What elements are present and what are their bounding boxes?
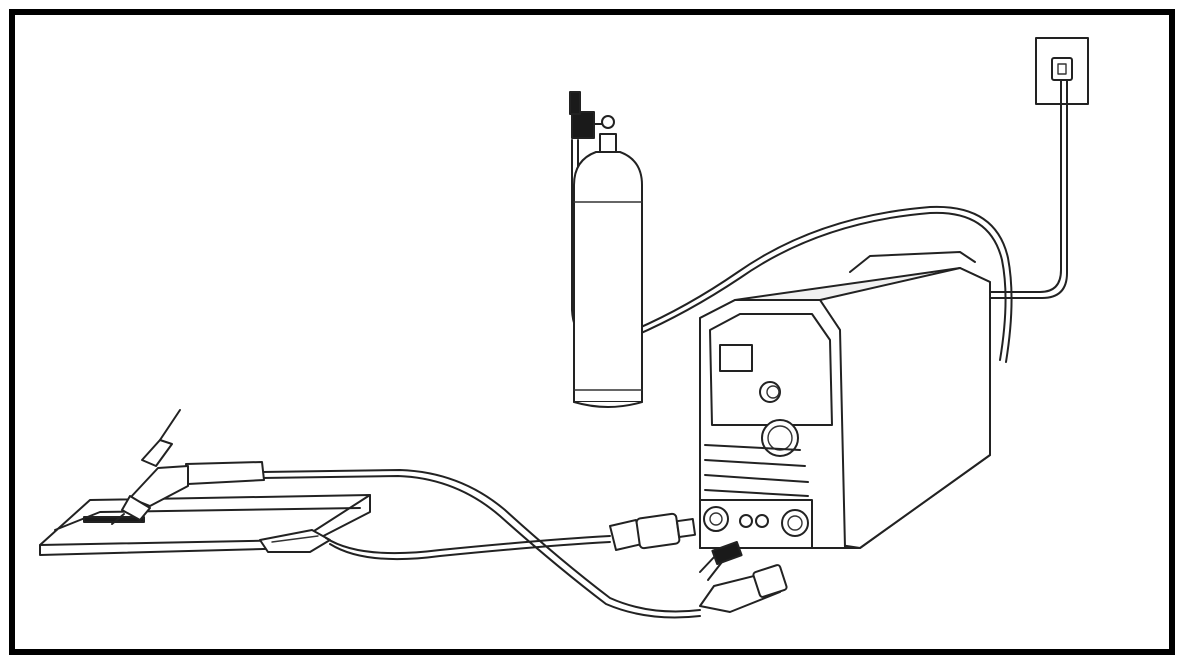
welding-machine-icon — [700, 252, 990, 548]
earth-plug-icon — [610, 513, 695, 550]
power-cable — [990, 80, 1067, 298]
gas-cylinder-icon — [570, 92, 642, 407]
torch-connector-icon — [700, 542, 787, 612]
earth-cable — [326, 536, 610, 559]
